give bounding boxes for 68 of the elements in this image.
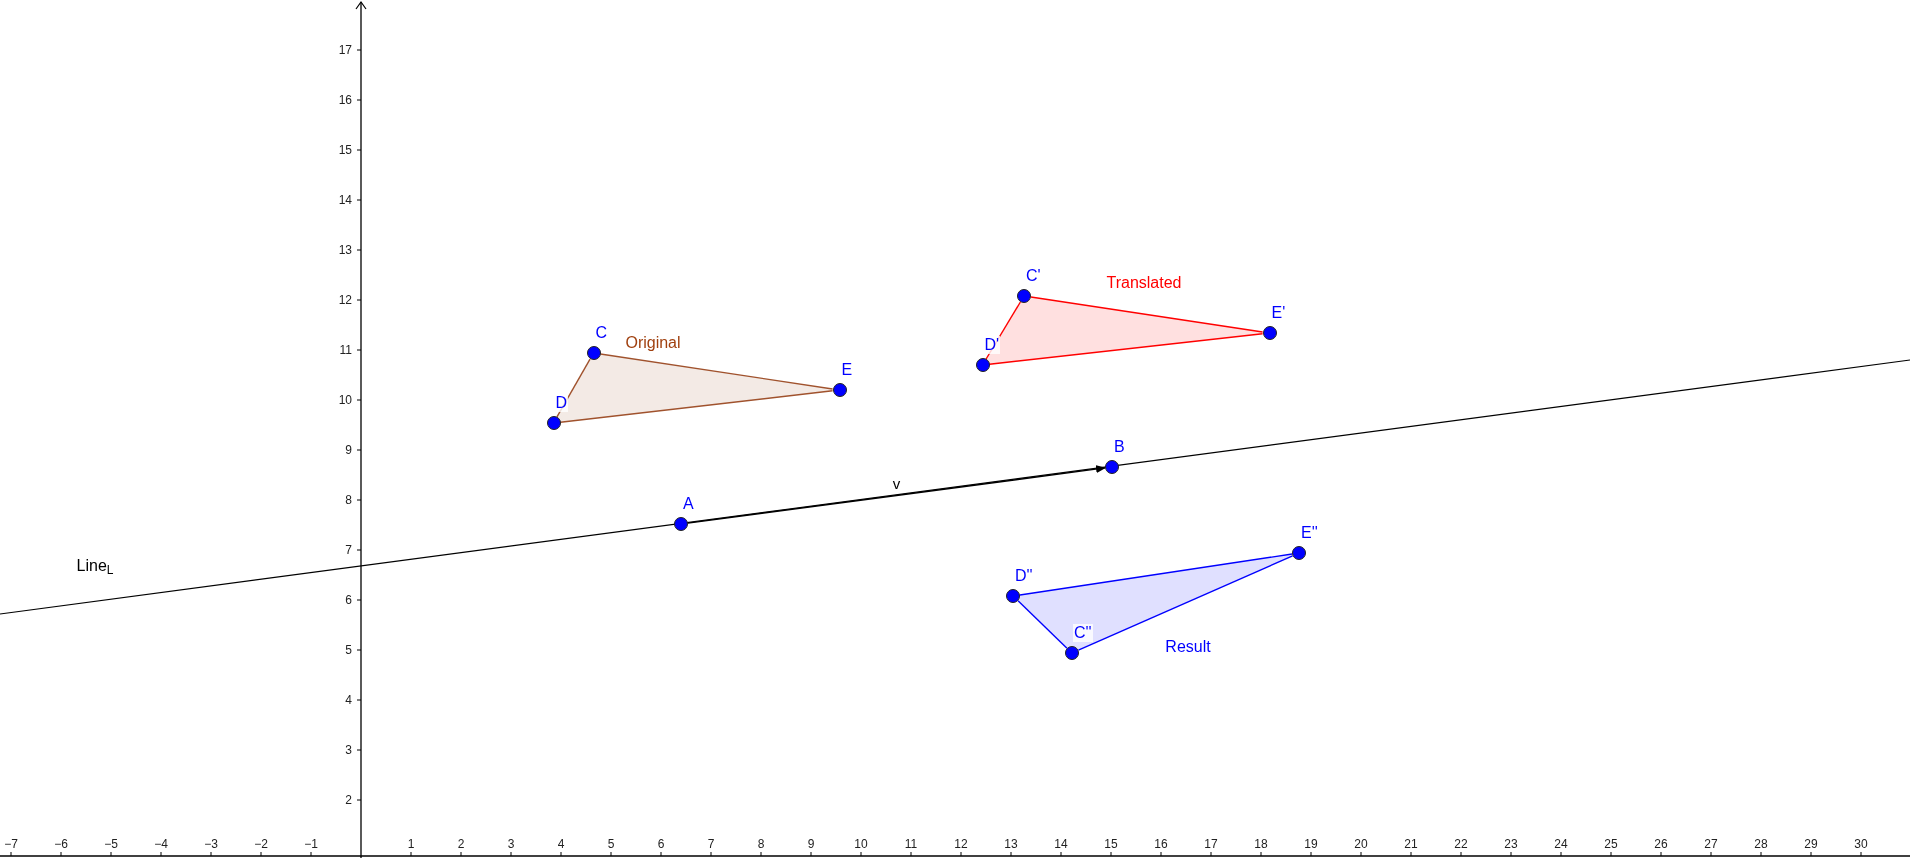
axis-tick-label: 11: [339, 344, 352, 356]
axis-tick-label: 20: [1354, 838, 1368, 850]
axis-tick-label: 27: [1704, 838, 1718, 850]
axis-tick-label: −1: [304, 838, 318, 850]
axis-tick-label: 28: [1754, 838, 1768, 850]
axis-tick-label: 2: [345, 794, 352, 806]
axis-tick-label: −5: [104, 838, 118, 850]
axis-tick-label: 12: [338, 294, 352, 306]
triangle-side: [1030, 296, 1264, 333]
point-label: D: [554, 394, 569, 412]
axis-tick-label: 13: [338, 244, 352, 256]
triangle-side: [1019, 553, 1293, 596]
axis-tick-label: 4: [345, 694, 352, 706]
axis-tick-label: 21: [1404, 838, 1418, 850]
axis-tick-label: 10: [854, 838, 868, 850]
axis-tick-label: 10: [338, 394, 352, 406]
axis-tick-label: 14: [1054, 838, 1068, 850]
vector-arrow: [687, 465, 1107, 524]
axis-tick-label: 8: [345, 494, 352, 506]
axis-tick-label: 5: [345, 644, 352, 656]
axis-tick-label: 9: [807, 838, 815, 850]
shape-label: Original: [625, 335, 681, 351]
axis-tick-label: 3: [507, 838, 515, 850]
axis-tick-label: −6: [54, 838, 68, 850]
axis-tick-label: 7: [345, 544, 352, 556]
axis-tick-label: 9: [345, 444, 352, 456]
axis-tick-label: 14: [338, 194, 352, 206]
axis-tick-label: 23: [1504, 838, 1518, 850]
axis-tick-label: 16: [1154, 838, 1168, 850]
axis-tick-label: −2: [254, 838, 268, 850]
triangle-side: [599, 353, 834, 390]
shape-label: Translated: [1106, 275, 1182, 291]
axis-tick-label: −4: [154, 838, 168, 850]
axis-tick-label: 6: [657, 838, 665, 850]
axis-tick-label: 25: [1604, 838, 1618, 850]
axis-tick-label: 3: [345, 744, 352, 756]
axis-tick-label: 17: [1204, 838, 1218, 850]
axis-tick-label: 8: [757, 838, 765, 850]
triangle-side: [988, 333, 1264, 365]
axis-tick-label: −3: [204, 838, 218, 850]
triangle-side: [559, 390, 834, 423]
axis-tick-label: 18: [1254, 838, 1268, 850]
axis-tick-label: 2: [457, 838, 465, 850]
axis-tick-label: 11: [904, 838, 918, 850]
axis-tick-label: 1: [407, 838, 415, 850]
axis-tick-label: 13: [1004, 838, 1018, 850]
shape-label: Result: [1165, 639, 1211, 655]
axis-tick-label: 7: [707, 838, 715, 850]
axis-tick-label: 6: [345, 594, 352, 606]
point-label: D': [983, 336, 1001, 354]
axis-tick-label: 29: [1804, 838, 1818, 850]
axis-tick-label: 15: [1104, 838, 1118, 850]
axis-tick-label: −7: [4, 838, 18, 850]
point-label: C'': [1073, 624, 1093, 642]
axis-tick-label: 15: [338, 144, 352, 156]
axis-tick-label: 12: [954, 838, 968, 850]
axis-tick-label: 16: [338, 94, 352, 106]
axis-tick-label: 5: [607, 838, 615, 850]
axis-tick-label: 17: [338, 44, 352, 56]
axis-tick-label: 4: [557, 838, 565, 850]
triangle-side: [1077, 555, 1294, 651]
axis-tick-label: 26: [1654, 838, 1668, 850]
axis-tick-label: 19: [1304, 838, 1318, 850]
axis-tick-label: 30: [1854, 838, 1868, 850]
line-label: Line$_{L}$: [76, 558, 114, 574]
triangle-side: [1017, 600, 1068, 649]
axis-tick-label: 24: [1554, 838, 1568, 850]
axis-tick-label: 22: [1454, 838, 1468, 850]
